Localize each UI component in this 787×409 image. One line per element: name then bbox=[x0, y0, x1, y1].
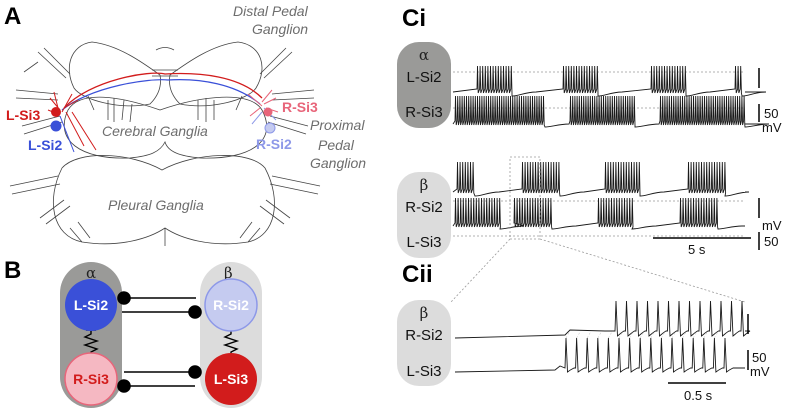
cii-time-scale: 0.5 s bbox=[684, 388, 713, 403]
cii-scale-bars: 50 mV 0.5 s bbox=[668, 314, 770, 403]
ci-beta-top-label: R-Si2 bbox=[405, 199, 443, 216]
cii-mv-value: 50 bbox=[752, 350, 766, 365]
ci-beta-bottom-label: L-Si3 bbox=[406, 234, 441, 251]
ganglion-labels: Distal Pedal Ganglion Cerebral Ganglia P… bbox=[102, 3, 366, 213]
cerebral-ganglia-label: Cerebral Ganglia bbox=[102, 123, 208, 139]
l-si3-node: L-Si3 bbox=[205, 353, 257, 405]
alpha-symbol: α bbox=[86, 264, 96, 282]
circuit-diagram: α β L-Si2 R-Si2 bbox=[60, 262, 262, 408]
ci-alpha-group: α L-Si2 R-Si3 bbox=[397, 42, 451, 128]
proximal-pedal-label-3: Ganglion bbox=[310, 155, 366, 171]
r-si2-soma bbox=[264, 122, 276, 134]
proximal-pedal-label-2: Pedal bbox=[318, 137, 355, 153]
distal-pedal-label-1: Distal Pedal bbox=[233, 3, 309, 19]
panel-a-label: A bbox=[4, 3, 21, 30]
r-si2-label: R-Si2 bbox=[256, 136, 292, 152]
cii-traces bbox=[454, 300, 751, 373]
neuron-somata bbox=[50, 107, 276, 134]
l-si2-node: L-Si2 bbox=[65, 279, 117, 331]
spike-guide-line bbox=[629, 330, 634, 339]
r-si3-node: R-Si3 bbox=[64, 352, 118, 406]
panel-b-label: B bbox=[4, 257, 21, 284]
panel-ci-label: Ci bbox=[402, 5, 426, 32]
spike-guide-line bbox=[576, 330, 581, 339]
spike-guide-line bbox=[608, 330, 613, 339]
trace-ci-alpha-l-si2 bbox=[452, 65, 767, 97]
l-si3-label: L-Si3 bbox=[6, 107, 40, 123]
spike-guide-line bbox=[565, 330, 571, 339]
inhibitory-synapses bbox=[117, 291, 202, 393]
ci-alpha-symbol: α bbox=[419, 46, 429, 64]
beta-symbol: β bbox=[224, 264, 233, 282]
neuron-labels: L-Si3 L-Si2 R-Si3 R-Si2 bbox=[6, 99, 318, 153]
ci-beta-symbol: β bbox=[420, 176, 429, 194]
spike-guide-line bbox=[692, 330, 698, 339]
distal-pedal-label-2: Ganglion bbox=[252, 21, 308, 37]
spike-guide-line bbox=[671, 330, 677, 339]
r-si3-label: R-Si3 bbox=[282, 99, 318, 115]
spike-guide-line bbox=[618, 330, 624, 339]
ci-scale-bars: 50 mV 50 mV 5 s bbox=[653, 68, 782, 257]
spike-guide-line bbox=[703, 330, 709, 339]
node-r-si3-label: R-Si3 bbox=[73, 371, 109, 387]
cii-beta-symbol: β bbox=[420, 304, 429, 322]
ci-alpha-mv-value: 50 bbox=[764, 106, 778, 121]
ci-alpha-mv-unit: mV bbox=[762, 120, 782, 135]
cii-beta-bottom-label: L-Si3 bbox=[406, 363, 441, 380]
trace-cii-beta-r-si2 bbox=[454, 300, 751, 339]
l-si2-label: L-Si2 bbox=[28, 137, 62, 153]
ci-alpha-bottom-label: R-Si3 bbox=[405, 104, 443, 121]
ci-beta-mv-value: 50 bbox=[764, 234, 778, 249]
cii-beta-group: β R-Si2 L-Si3 bbox=[397, 300, 451, 386]
l-si2-soma bbox=[50, 120, 62, 132]
r-si3-soma bbox=[263, 107, 273, 117]
panel-cii-label: Cii bbox=[402, 261, 433, 288]
node-l-si2-label: L-Si2 bbox=[74, 297, 108, 313]
trace-ci-beta-r-si2 bbox=[452, 161, 750, 197]
cii-beta-top-label: R-Si2 bbox=[405, 327, 443, 344]
spike-guide-line bbox=[586, 330, 592, 339]
pleural-ganglia-label: Pleural Ganglia bbox=[108, 197, 204, 213]
ci-beta-group: β R-Si2 L-Si3 bbox=[397, 172, 451, 258]
ci-beta-mv-unit: mV bbox=[762, 218, 782, 233]
proximal-pedal-label-1: Proximal bbox=[310, 117, 365, 133]
spike-guide-line bbox=[661, 330, 666, 339]
ci-traces bbox=[452, 65, 770, 237]
trace-ci-alpha-r-si3 bbox=[452, 95, 770, 128]
l-si3-soma bbox=[51, 107, 61, 117]
spike-guide-line bbox=[639, 330, 645, 339]
spike-guide-line bbox=[714, 330, 719, 339]
spike-guide-line bbox=[682, 330, 687, 339]
node-l-si3-label: L-Si3 bbox=[214, 371, 248, 387]
node-r-si2-label: R-Si2 bbox=[213, 297, 249, 313]
r-si2-node: R-Si2 bbox=[204, 278, 258, 332]
ci-alpha-top-label: L-Si2 bbox=[406, 69, 441, 86]
spike-guide-line bbox=[650, 330, 656, 339]
trace-cii-beta-l-si3 bbox=[454, 337, 745, 373]
neuron-projections bbox=[47, 72, 279, 153]
cii-mv-unit: mV bbox=[750, 364, 770, 379]
trace-ci-beta-l-si3 bbox=[452, 197, 745, 230]
spike-guide-line bbox=[597, 330, 603, 339]
spike-alignment-lines bbox=[565, 330, 719, 339]
ci-time-scale: 5 s bbox=[688, 242, 706, 257]
